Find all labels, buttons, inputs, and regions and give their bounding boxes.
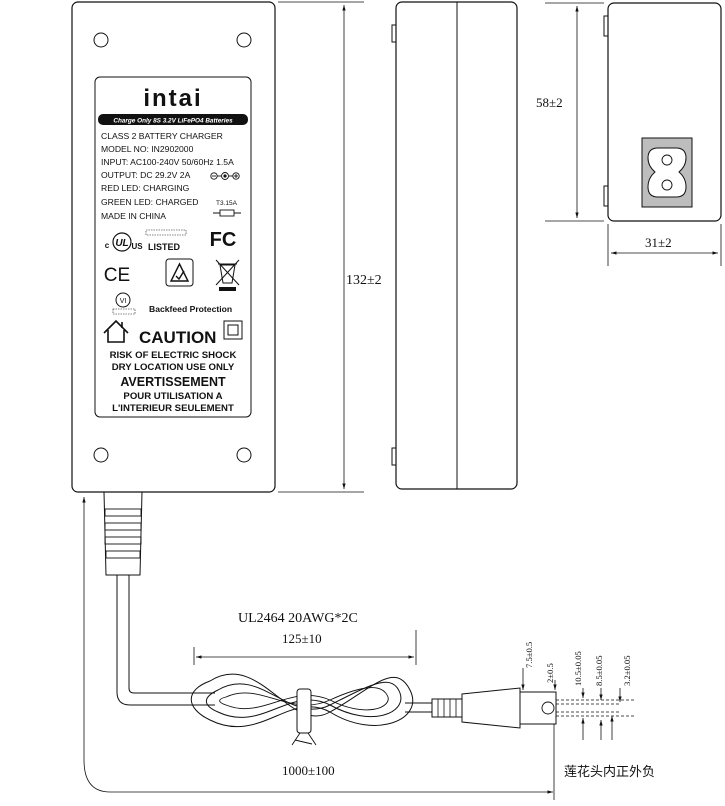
plug-dim-2: 2±0.5 (545, 663, 555, 683)
plug-dim-1: 7.5±0.5 (524, 642, 534, 668)
cable-spec: UL2464 20AWG*2C (238, 611, 358, 626)
ul-listed-mark-icon: UL c US LISTED (105, 229, 187, 252)
label-banner: Charge Only 8S 3.2V LiFePO4 Batteries (113, 118, 233, 125)
strain-relief (103, 491, 143, 576)
ul-listed-text: LISTED (148, 242, 181, 252)
ul-mark-text: UL (115, 238, 128, 249)
dc-plug-connector (431, 668, 635, 740)
label-line-origin: MADE IN CHINA (101, 211, 166, 221)
ce-mark-icon: CE (104, 265, 130, 286)
brand-logo: intai (143, 85, 202, 112)
c8-socket (647, 147, 687, 198)
coil-length-dim: 125±10 (282, 631, 322, 646)
cable-length-dim: 1000±100 (282, 763, 335, 778)
fr-line-1: POUR UTILISATION A (123, 391, 222, 402)
end-view (603, 2, 722, 222)
rating-label (94, 76, 252, 418)
front-view: intai Charge Only 8S 3.2V LiFePO4 Batter… (71, 1, 276, 493)
side-view (391, 1, 518, 490)
weee-bin-icon (215, 259, 240, 291)
label-line-input: INPUT: AC100-240V 50/60Hz 1.5A (101, 157, 234, 167)
height-dim: 58±2 (536, 95, 563, 110)
caution-title: CAUTION (139, 328, 216, 347)
label-line-output: OUTPUT: DC 29.2V 2A (101, 170, 191, 180)
fr-line-2: L'INTERIEUR SEULEMENT (112, 403, 234, 414)
screw-hole (236, 32, 252, 48)
housing-front (71, 1, 276, 493)
dc-cable (116, 575, 432, 746)
label-banner-bg (98, 114, 248, 125)
double-insulation-icon (223, 320, 243, 340)
screw-hole (93, 32, 109, 48)
fuse-rating: T3.15A (216, 200, 238, 207)
fuse-icon (213, 209, 241, 217)
polarity-symbol-icon (210, 172, 240, 180)
screw-hole (93, 447, 109, 463)
vi-mark-icon (115, 292, 131, 308)
label-line-red-led: RED LED: CHARGING (101, 183, 190, 193)
housing-end (607, 2, 722, 222)
warning-line-1: RISK OF ELECTRIC SHOCK (110, 350, 237, 361)
length-dim: 132±2 (346, 273, 382, 288)
fcc-mark-icon: FC (210, 229, 237, 251)
home-indoor-use-icon (103, 319, 129, 343)
label-line-green-led: GREEN LED: CHARGED (101, 197, 198, 207)
vi-mark-text: VI (120, 298, 127, 305)
polarity-note: 莲花头内正外负 (564, 764, 655, 779)
ul-mark-us: US (131, 242, 143, 251)
rcm-mark-icon (165, 258, 194, 287)
plug-dim-3: 10.5±0.05 (573, 651, 583, 686)
backfeed-protection-text: Backfeed Protection (149, 304, 232, 314)
width-dim: 31±2 (645, 235, 672, 250)
avertissement-title: AVERTISSEMENT (120, 375, 226, 389)
ul-mark-c: c (105, 241, 110, 250)
screw-hole (236, 447, 252, 463)
warning-line-2: DRY LOCATION USE ONLY (112, 362, 235, 373)
label-line-class: CLASS 2 BATTERY CHARGER (101, 131, 223, 141)
plug-dim-5: 3.2±0.05 (622, 656, 632, 687)
plug-dim-4: 8.5±0.05 (594, 656, 604, 687)
label-line-model: MODEL NO: IN2902000 (101, 144, 194, 154)
